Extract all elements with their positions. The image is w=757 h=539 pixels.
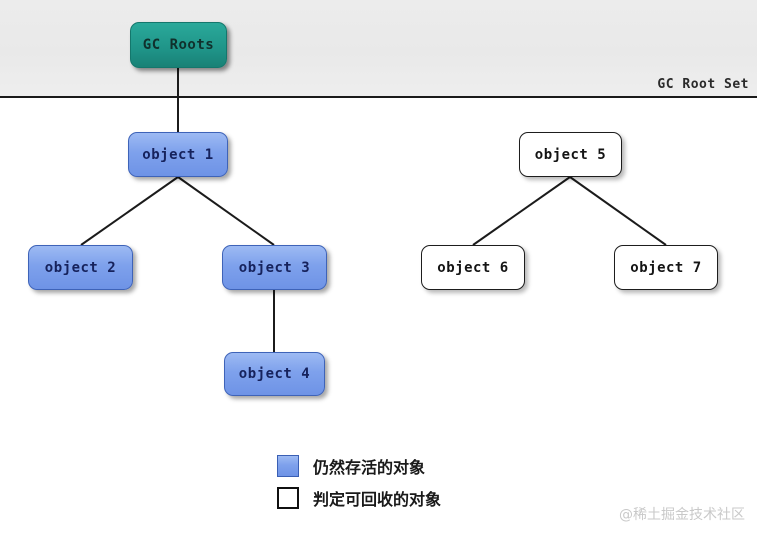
edge-object1-object3 (177, 176, 275, 246)
node-object-5[interactable]: object 5 (519, 132, 622, 177)
edge-object1-object2 (80, 176, 179, 246)
legend-swatch-dead-icon (277, 487, 299, 509)
node-object-7[interactable]: object 7 (614, 245, 718, 290)
legend-item-dead: 判定可回收的对象 (277, 482, 441, 514)
gc-root-set-divider (0, 96, 757, 98)
node-object-2[interactable]: object 2 (28, 245, 133, 290)
node-object-1[interactable]: object 1 (128, 132, 228, 177)
gc-root-set-band (0, 0, 757, 96)
legend-label-dead: 判定可回收的对象 (313, 490, 442, 509)
node-object-3[interactable]: object 3 (222, 245, 327, 290)
watermark: @稀土掘金技术社区 (619, 507, 745, 523)
gc-root-set-label: GC Root Set (657, 77, 749, 92)
legend-label-alive: 仍然存活的对象 (313, 458, 426, 477)
node-object-6[interactable]: object 6 (421, 245, 525, 290)
node-object-4[interactable]: object 4 (224, 352, 325, 396)
legend-swatch-alive-icon (277, 455, 299, 477)
legend-item-alive: 仍然存活的对象 (277, 450, 441, 482)
edge-object5-object7 (569, 176, 667, 246)
edge-object5-object6 (472, 176, 571, 246)
legend: 仍然存活的对象 判定可回收的对象 (277, 450, 441, 514)
node-gc-roots[interactable]: GC Roots (130, 22, 227, 68)
